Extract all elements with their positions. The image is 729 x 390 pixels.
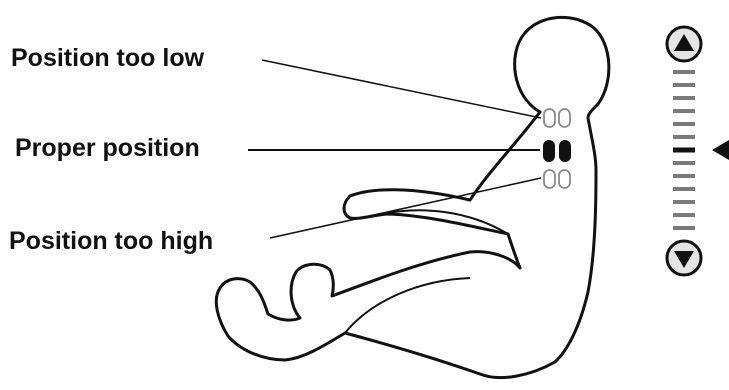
leader-line-too-low [262, 60, 541, 118]
label-too-low: Position too low [11, 46, 204, 71]
triangle-left-icon [712, 140, 729, 160]
seated-figure [216, 17, 609, 377]
label-too-high: Position too high [9, 229, 213, 254]
lower-button[interactable] [667, 241, 701, 275]
raise-button[interactable] [667, 27, 701, 61]
label-proper: Proper position [15, 136, 200, 161]
adjuster-scale [673, 72, 695, 228]
